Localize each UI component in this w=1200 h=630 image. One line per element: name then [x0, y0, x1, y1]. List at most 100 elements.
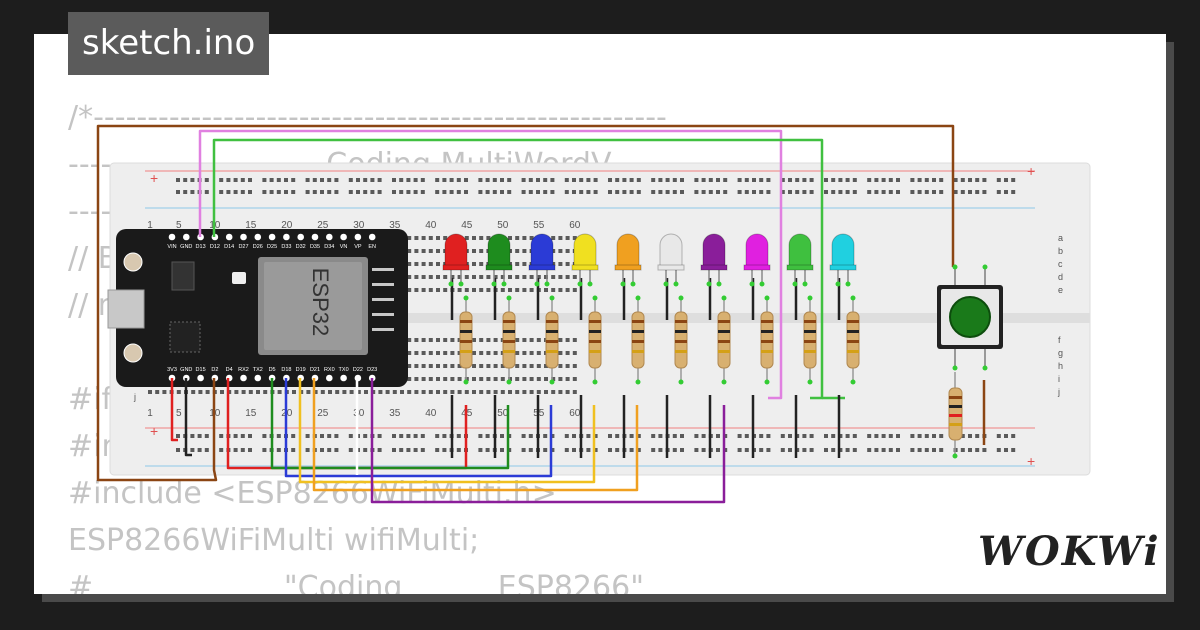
breadboard-hole: [464, 288, 469, 292]
breadboard-hole: [320, 434, 324, 438]
breadboard-hole: [608, 434, 612, 438]
breadboard-hole: [436, 338, 440, 342]
breadboard-hole: [694, 178, 699, 182]
breadboard-hole: [615, 434, 620, 438]
resistor-band: [546, 330, 558, 333]
breadboard-hole: [406, 448, 411, 452]
breadboard-hole: [968, 448, 972, 452]
breadboard-hole: [852, 178, 857, 182]
breadboard-hole: [636, 190, 641, 194]
row-letter: a: [1058, 233, 1063, 243]
breadboard-hole: [436, 275, 440, 279]
breadboard-hole: [536, 275, 541, 279]
breadboard-hole: [363, 448, 368, 452]
breadboard-hole: [716, 448, 720, 452]
breadboard-hole: [658, 434, 663, 438]
pin-header: [354, 233, 362, 241]
breadboard-hole: [421, 364, 426, 368]
breadboard-hole: [536, 190, 540, 194]
breadboard-hole: [939, 434, 944, 438]
breadboard-hole: [442, 434, 447, 438]
breadboard-hole: [414, 364, 419, 368]
led-body: [659, 233, 683, 269]
breadboard-hole: [759, 448, 764, 452]
breadboard-hole: [508, 275, 512, 279]
resistor-band: [460, 350, 472, 353]
breadboard-hole: [435, 448, 440, 452]
antenna-trace: [372, 283, 394, 286]
breadboard-hole: [544, 275, 548, 279]
breadboard-hole: [443, 351, 448, 355]
breadboard-hole: [968, 190, 972, 194]
resistor-band: [761, 350, 773, 353]
led-pin-dot: [706, 281, 712, 287]
esp32-shield: [264, 262, 362, 350]
column-number-top: 20: [281, 220, 293, 231]
breadboard-hole: [515, 275, 520, 279]
breadboard-hole: [500, 434, 504, 438]
resistor-band: [949, 423, 962, 426]
row-letter: i: [1058, 374, 1060, 384]
breadboard-hole: [306, 390, 311, 394]
breadboard-hole: [421, 288, 426, 292]
breadboard-hole: [565, 275, 570, 279]
breadboard-hole: [558, 236, 563, 240]
resistor-band: [761, 340, 773, 343]
pin-label-bottom: D19: [296, 367, 306, 373]
breadboard-hole: [680, 178, 684, 182]
resistor-band: [503, 320, 515, 323]
pin-header: [240, 233, 247, 241]
column-number-top: 25: [317, 220, 329, 231]
breadboard-hole: [528, 190, 533, 194]
breadboard-hole: [443, 390, 448, 394]
breadboard-hole: [896, 434, 900, 438]
rail-plus-label: +: [150, 170, 158, 186]
breadboard-hole: [744, 190, 749, 194]
breadboard-hole: [529, 288, 534, 292]
breadboard-hole: [564, 178, 569, 182]
breadboard-hole: [327, 448, 332, 452]
breadboard-hole: [312, 178, 317, 182]
breadboard-hole: [392, 390, 397, 394]
breadboard-hole: [615, 178, 620, 182]
breadboard-hole: [198, 390, 203, 394]
breadboard-hole: [435, 178, 440, 182]
resistor-pin-dot: [764, 295, 770, 301]
pin-label-bottom: D22: [353, 367, 363, 373]
breadboard-hole: [953, 190, 958, 194]
breadboard-hole: [443, 338, 448, 342]
resistor-band: [675, 330, 687, 333]
breadboard-hole: [565, 262, 570, 266]
breadboard-hole: [917, 434, 922, 438]
breadboard-hole: [629, 448, 634, 452]
wire: [312, 378, 639, 492]
led-rim: [700, 264, 728, 271]
breadboard-hole: [716, 434, 720, 438]
breadboard-hole: [191, 390, 196, 394]
breadboard-hole: [701, 448, 706, 452]
breadboard-hole: [939, 178, 944, 182]
column-number-bottom: 50: [497, 408, 509, 419]
breadboard-hole: [565, 249, 570, 253]
resistor-pin-dot: [850, 379, 856, 385]
resistor-band: [718, 320, 730, 323]
breadboard-hole: [593, 190, 598, 194]
breadboard-hole: [507, 190, 512, 194]
column-number-bottom: 25: [317, 408, 329, 419]
antenna-trace: [372, 328, 394, 331]
breadboard-hole: [737, 448, 742, 452]
breadboard-hole: [932, 434, 936, 438]
antenna-trace: [372, 268, 394, 271]
column-number-top: 35: [389, 220, 401, 231]
breadboard-hole: [190, 448, 195, 452]
breadboard-hole: [593, 178, 598, 182]
breadboard-hole: [320, 178, 324, 182]
breadboard-hole: [204, 190, 209, 194]
breadboard-hole: [457, 377, 462, 381]
breadboard-hole: [399, 178, 404, 182]
led-rim: [485, 264, 513, 271]
breadboard-hole: [515, 377, 520, 381]
rail-plus-label: +: [1027, 453, 1035, 469]
resistor-band: [632, 350, 644, 353]
